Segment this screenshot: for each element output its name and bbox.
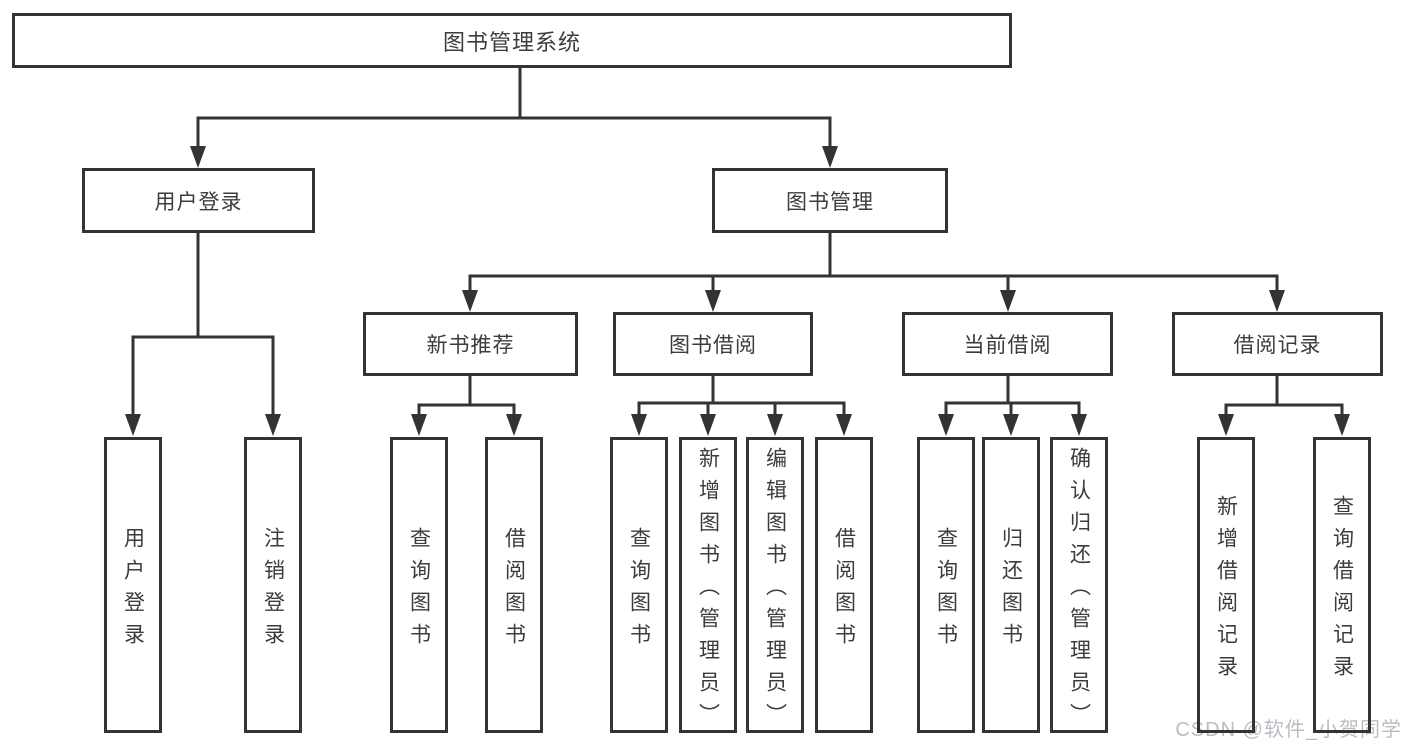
node-new-book-recommendation: 新书推荐 bbox=[363, 312, 578, 376]
node-label: 用户登录 bbox=[121, 526, 145, 655]
node-label: 图书管理系统 bbox=[442, 29, 581, 55]
node-label: 确认归还（管理员） bbox=[1067, 446, 1091, 735]
node-return-books: 归还图书 bbox=[982, 437, 1040, 733]
node-label: 归还图书 bbox=[999, 526, 1023, 655]
node-label: 编辑图书（管理员） bbox=[763, 446, 787, 735]
csdn-watermark: CSDN @软件_小贺同学 bbox=[1175, 719, 1402, 741]
node-label: 当前借阅 bbox=[963, 334, 1052, 357]
node-label: 新增借阅记录 bbox=[1214, 494, 1238, 687]
node-label: 新增图书（管理员） bbox=[696, 446, 720, 735]
node-label: 图书管理 bbox=[786, 190, 874, 214]
node-query-books-recommend: 查询图书 bbox=[390, 437, 448, 733]
node-label: 借阅图书 bbox=[502, 526, 526, 655]
node-label: 借阅图书 bbox=[832, 526, 856, 655]
node-label: 查询图书 bbox=[934, 526, 958, 655]
node-library-management-system: 图书管理系统 bbox=[12, 13, 1012, 68]
node-label: 用户登录 bbox=[154, 190, 243, 214]
node-user-login: 用户登录 bbox=[82, 168, 315, 233]
node-add-book-admin: 新增图书（管理员） bbox=[679, 437, 737, 735]
node-current-borrowing: 当前借阅 bbox=[902, 312, 1113, 376]
node-label: 查询图书 bbox=[627, 526, 651, 655]
node-label: 查询借阅记录 bbox=[1330, 494, 1354, 687]
node-query-books-borrowing: 查询图书 bbox=[610, 437, 668, 733]
node-label: 查询图书 bbox=[407, 526, 431, 655]
tree-edges bbox=[131, 66, 1344, 418]
node-book-management: 图书管理 bbox=[712, 168, 948, 233]
node-borrow-books-leaf: 借阅图书 bbox=[815, 437, 873, 733]
node-label: 注销登录 bbox=[261, 526, 285, 655]
node-label: 新书推荐 bbox=[426, 334, 515, 357]
node-borrow-books-recommend: 借阅图书 bbox=[485, 437, 543, 733]
node-query-books-current: 查询图书 bbox=[917, 437, 975, 733]
node-user-login-leaf: 用户登录 bbox=[104, 437, 162, 733]
node-logout-leaf: 注销登录 bbox=[244, 437, 302, 733]
node-add-borrow-record: 新增借阅记录 bbox=[1197, 437, 1255, 733]
node-confirm-return-admin: 确认归还（管理员） bbox=[1050, 437, 1108, 735]
node-query-borrow-record: 查询借阅记录 bbox=[1313, 437, 1371, 733]
node-edit-book-admin: 编辑图书（管理员） bbox=[746, 437, 804, 735]
node-borrowing-records: 借阅记录 bbox=[1172, 312, 1383, 376]
node-label: 借阅记录 bbox=[1233, 334, 1322, 357]
node-label: 图书借阅 bbox=[669, 334, 757, 357]
node-book-borrowing: 图书借阅 bbox=[613, 312, 813, 376]
